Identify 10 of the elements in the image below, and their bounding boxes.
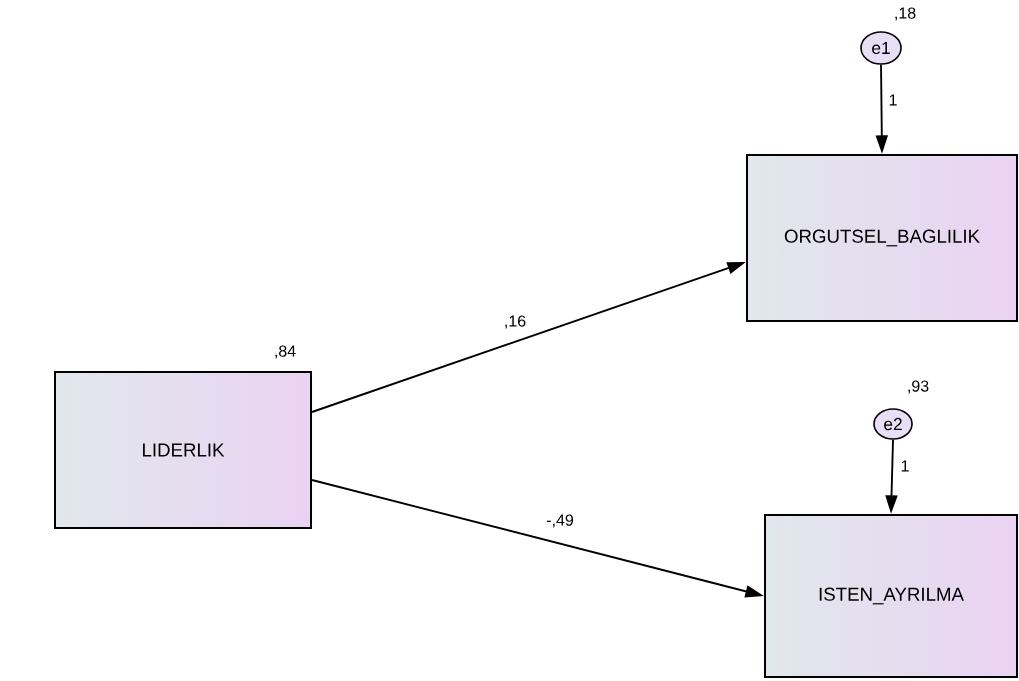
estimate-label: ,18	[895, 7, 916, 21]
edge-label: ,16	[502, 314, 528, 330]
edge-label: -,49	[544, 513, 576, 529]
variable-box: LIDERLIK	[54, 371, 312, 529]
estimate-label: ,84	[275, 345, 296, 359]
estimate-label: ,93	[908, 380, 929, 394]
edge-label: 1	[887, 93, 899, 107]
variable-box: ORGUTSEL_BAGLILIK	[746, 154, 1018, 322]
variable-box: ISTEN_AYRILMA	[764, 514, 1018, 678]
edge-label: 1	[899, 459, 911, 473]
